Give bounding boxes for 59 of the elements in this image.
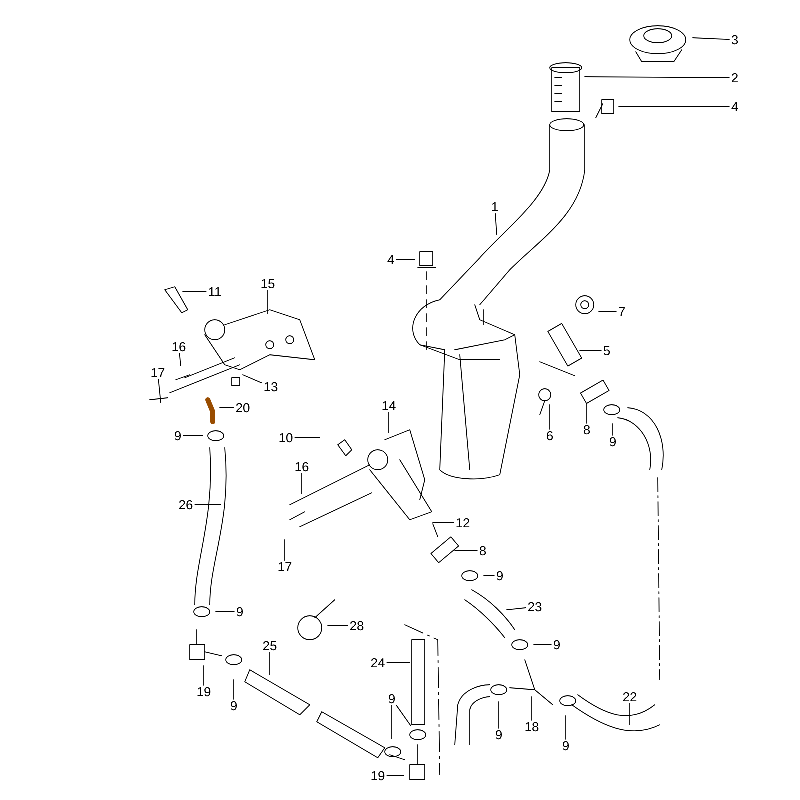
callout-number: 22 <box>623 692 637 702</box>
callout-number: 9 <box>175 431 181 441</box>
callout-number: 9 <box>554 640 560 650</box>
callout-number: 9 <box>237 607 243 617</box>
leader-line <box>242 374 262 384</box>
callout-number: 4 <box>732 102 738 112</box>
callout-number: 23 <box>528 602 542 612</box>
callout-number: 9 <box>563 741 569 751</box>
callout-number: 15 <box>262 279 275 289</box>
leader-line <box>498 702 500 729</box>
leader-line <box>454 550 478 552</box>
callout-number: 9 <box>610 437 616 447</box>
callout-number: 3 <box>732 35 738 45</box>
leader-line <box>584 76 730 78</box>
callout-number: 9 <box>497 571 503 581</box>
leader-line <box>158 378 162 404</box>
leader-line <box>386 662 410 664</box>
leader-line <box>194 504 222 506</box>
callout-number: 12 <box>456 518 470 528</box>
callout-number: 2 <box>732 73 738 83</box>
leader-line <box>692 38 730 40</box>
callout-number: 16 <box>172 342 186 352</box>
callout-number: 28 <box>350 621 364 631</box>
callout-number: 1 <box>492 202 498 212</box>
callout-number: 9 <box>389 694 395 704</box>
leader-line <box>612 424 614 436</box>
callout-number: 11 <box>209 288 222 296</box>
callout-number: 5 <box>604 346 610 356</box>
callout-number: 7 <box>619 308 625 316</box>
callout-number: 9 <box>231 701 237 711</box>
callout-number: 6 <box>547 431 554 441</box>
callout-number: 8 <box>584 425 590 435</box>
callout-number: 14 <box>382 402 396 410</box>
leader-line <box>495 212 498 236</box>
leader-line <box>506 608 526 610</box>
callout-number: 24 <box>371 658 385 668</box>
callout-number: 13 <box>264 382 278 392</box>
callout-number: 17 <box>278 562 292 572</box>
leader-line <box>284 540 286 562</box>
leader-line <box>179 353 182 366</box>
leader-line <box>534 644 552 646</box>
leader-line <box>580 350 602 352</box>
callout-number: 16 <box>296 462 309 472</box>
leader-line <box>618 106 730 108</box>
callout-number: 25 <box>263 641 277 651</box>
callout-number: 20 <box>236 403 250 413</box>
callout-number: 10 <box>280 433 293 443</box>
callout-number: 8 <box>480 546 486 556</box>
leader-line <box>388 412 390 434</box>
callout-number: 19 <box>198 687 211 697</box>
callout-number: 9 <box>496 730 502 740</box>
callout-number: 19 <box>372 771 385 781</box>
callout-number: 26 <box>179 500 193 510</box>
leader-line <box>432 522 454 524</box>
leader-line <box>396 705 412 726</box>
leader-line <box>586 404 588 424</box>
callout-number: 17 <box>152 368 165 378</box>
callout-number: 4 <box>388 256 394 264</box>
callout-number: 18 <box>526 722 539 732</box>
